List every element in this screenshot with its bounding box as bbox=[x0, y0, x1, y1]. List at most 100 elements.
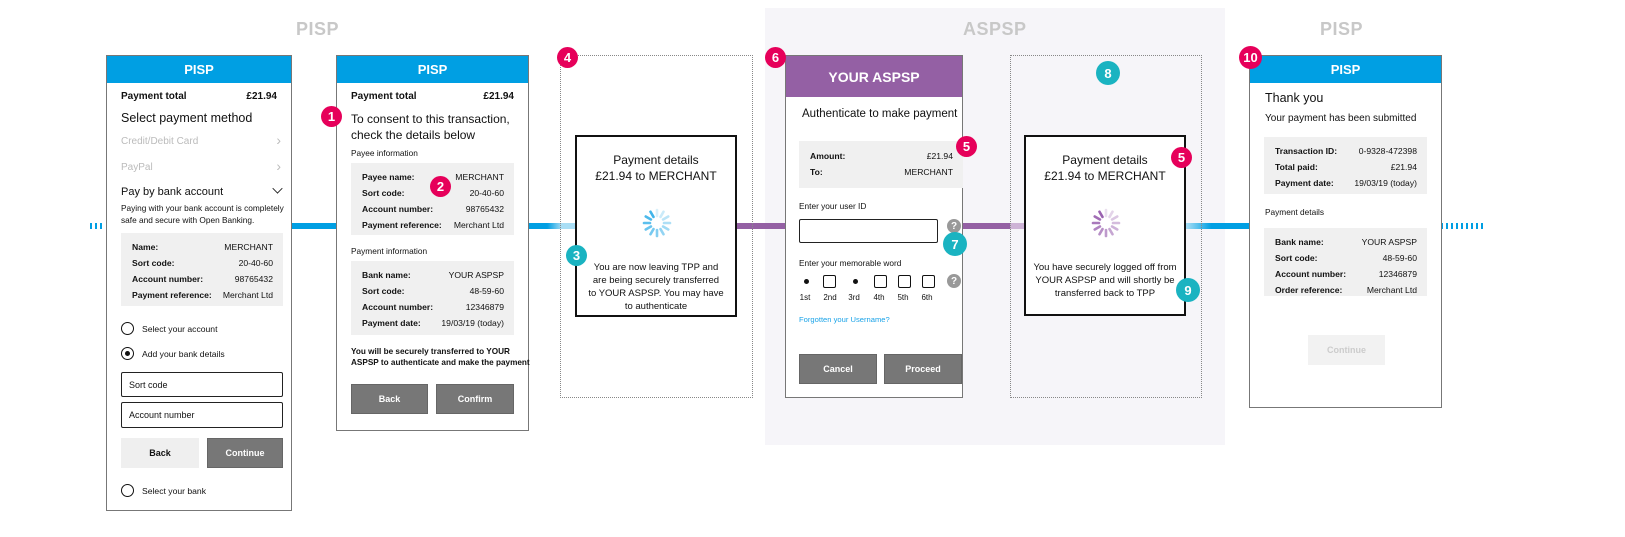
detail-value: 19/03/19 (today) bbox=[1354, 178, 1417, 188]
screen-header: YOUR ASPSP bbox=[786, 56, 962, 97]
detail-value: 98765432 bbox=[465, 204, 504, 214]
screen-header: PISP bbox=[1250, 56, 1441, 83]
detail-row: Sort code:48-59-60 bbox=[1275, 250, 1417, 266]
message-line: are being securely transferred bbox=[592, 275, 720, 286]
radio-select-account[interactable] bbox=[121, 322, 134, 335]
detail-row: Sort code:20-40-60 bbox=[132, 255, 273, 271]
transfer-note-line1: You will be securely transferred to YOUR bbox=[351, 347, 510, 356]
radio-label: Select your account bbox=[142, 324, 218, 334]
radio-label: Add your bank details bbox=[142, 349, 225, 359]
detail-value: 48-59-60 bbox=[1382, 253, 1417, 263]
detail-value: YOUR ASPSP bbox=[1361, 237, 1417, 247]
detail-row: Payment date:19/03/19 (today) bbox=[362, 315, 504, 331]
flow-segment bbox=[1186, 223, 1249, 229]
back-button[interactable]: Back bbox=[351, 384, 428, 414]
back-button[interactable]: Back bbox=[121, 438, 199, 468]
zone-label-pisp-left: PISP bbox=[296, 19, 340, 39]
position-label: 5th bbox=[897, 293, 909, 302]
step-badge-5: 5 bbox=[1171, 147, 1192, 168]
detail-value: 12346879 bbox=[465, 302, 504, 312]
proceed-button[interactable]: Proceed bbox=[884, 354, 962, 384]
detail-key: Payment date: bbox=[1275, 178, 1334, 188]
screen-select-payment-method: PISP Payment total £21.94 Select payment… bbox=[106, 55, 292, 511]
detail-value: 20-40-60 bbox=[469, 188, 504, 198]
flow-dash-end bbox=[1441, 223, 1485, 229]
detail-row: Transaction ID:0-9328-472398 bbox=[1275, 143, 1417, 159]
loading-spinner-icon bbox=[1091, 208, 1121, 238]
step-badge-6: 6 bbox=[765, 47, 786, 68]
detail-value: £21.94 bbox=[926, 151, 953, 161]
forgot-username-link[interactable]: Forgotten your Username? bbox=[799, 315, 890, 324]
detail-row: Name: MERCHANT bbox=[132, 239, 273, 255]
consent-heading-line2: check the details below bbox=[351, 128, 476, 142]
detail-key: Payment reference: bbox=[362, 220, 442, 230]
detail-value: 19/03/19 (today) bbox=[441, 318, 504, 328]
flow-dash-start bbox=[90, 223, 104, 229]
loading-spinner-icon bbox=[642, 208, 672, 238]
detail-value: 12346879 bbox=[1378, 269, 1417, 279]
page-title: Select payment method bbox=[121, 111, 253, 125]
memorable-word-label: Enter your memorable word bbox=[799, 258, 902, 268]
spinner-tick bbox=[661, 215, 670, 221]
step-badge-8: 8 bbox=[1096, 61, 1120, 85]
detail-key: Bank name: bbox=[362, 270, 411, 280]
detail-value: 20-40-60 bbox=[238, 258, 273, 268]
spinner-tick bbox=[1108, 210, 1114, 219]
help-icon[interactable]: ? bbox=[947, 219, 961, 233]
detail-key: Order reference: bbox=[1275, 285, 1343, 295]
account-number-input[interactable]: Account number bbox=[121, 402, 283, 428]
detail-key: Account number: bbox=[1275, 269, 1347, 279]
detail-value: Merchant Ltd bbox=[453, 220, 504, 230]
detail-key: Total paid: bbox=[1275, 162, 1318, 172]
position-label: 2nd bbox=[823, 293, 837, 302]
detail-row: Bank name: YOUR ASPSP bbox=[1275, 234, 1417, 250]
message-line: to authenticate bbox=[624, 301, 688, 312]
position-label: 4th bbox=[873, 293, 885, 302]
detail-value: MERCHANT bbox=[224, 242, 273, 252]
detail-row: Account number: 98765432 bbox=[362, 201, 504, 217]
detail-value: Merchant Ltd bbox=[1366, 285, 1417, 295]
radio-add-bank-details[interactable] bbox=[121, 347, 134, 360]
radio-label: Select your bank bbox=[142, 486, 207, 496]
flow-segment bbox=[291, 223, 336, 229]
message-line: You have securely logged off from bbox=[1033, 262, 1177, 273]
flow-segment bbox=[737, 223, 785, 229]
radio-select-bank[interactable] bbox=[121, 484, 134, 497]
consent-heading-line1: To consent to this transaction, bbox=[351, 112, 510, 126]
payment-total-value: £21.94 bbox=[483, 91, 514, 102]
payment-details-amount: £21.94 to MERCHANT bbox=[1044, 169, 1166, 183]
step-badge-3: 3 bbox=[566, 245, 587, 266]
spinner-tick bbox=[1093, 215, 1102, 221]
method-bank-account[interactable]: Pay by bank account bbox=[121, 186, 224, 198]
payee-info-title: Payee information bbox=[351, 148, 418, 158]
user-id-input[interactable] bbox=[799, 219, 938, 243]
detail-key: Bank name: bbox=[1275, 237, 1324, 247]
position-label: 1st bbox=[799, 293, 811, 302]
payment-total-value: £21.94 bbox=[246, 91, 277, 102]
screen-thank-you: PISP Thank you Your payment has been sub… bbox=[1249, 55, 1442, 408]
step-badge-9: 9 bbox=[1176, 278, 1200, 302]
continue-button[interactable]: Continue bbox=[207, 438, 283, 468]
detail-key: Account number: bbox=[362, 204, 434, 214]
help-icon[interactable]: ? bbox=[947, 274, 961, 288]
flow-segment bbox=[962, 223, 1010, 229]
transfer-back-panel: Payment details £21.94 to MERCHANT You h… bbox=[1024, 135, 1186, 316]
detail-value: YOUR ASPSP bbox=[448, 270, 504, 280]
confirm-button[interactable]: Confirm bbox=[436, 384, 514, 414]
flow-segment bbox=[528, 223, 560, 229]
position-label: 6th bbox=[921, 293, 933, 302]
detail-key: Name: bbox=[132, 242, 159, 252]
continue-button[interactable]: Continue bbox=[1308, 335, 1385, 365]
cancel-button[interactable]: Cancel bbox=[799, 354, 877, 384]
page-title: Thank you bbox=[1265, 91, 1324, 105]
transfer-to-aspsp-frame bbox=[560, 55, 753, 398]
sort-code-input[interactable]: Sort code bbox=[121, 372, 283, 397]
method-paypal[interactable]: PayPal bbox=[121, 162, 153, 173]
method-credit-card[interactable]: Credit/Debit Card bbox=[121, 136, 199, 147]
payment-details-amount: £21.94 to MERCHANT bbox=[595, 169, 717, 183]
detail-value: 48-59-60 bbox=[469, 286, 504, 296]
chevron-right-icon: › bbox=[276, 158, 281, 174]
